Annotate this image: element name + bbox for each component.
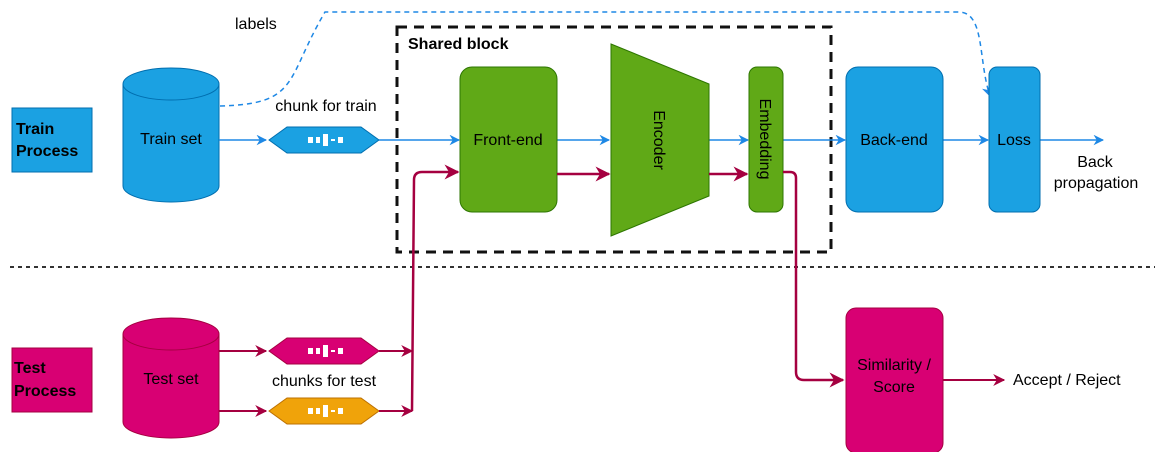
frontend-block xyxy=(459,66,558,213)
embedding-label: Embedding xyxy=(756,99,773,180)
embedding-block xyxy=(748,66,784,213)
train-process-label-line1: Train xyxy=(16,121,54,138)
backprop-label-line1: Back xyxy=(1077,154,1114,171)
accept-reject-label: Accept / Reject xyxy=(1013,372,1121,389)
similarity-label-line1: Similarity / xyxy=(857,357,931,374)
train-chunk-label: chunk for train xyxy=(275,98,376,115)
similarity-label-line2: Score xyxy=(873,379,915,396)
train-process-box xyxy=(11,107,93,173)
train-chunk-icon xyxy=(268,126,380,154)
train-process-label-line2: Process xyxy=(16,143,78,160)
loss-label: Loss xyxy=(997,132,1031,149)
shared-block-title: Shared block xyxy=(408,36,509,53)
encoder-block xyxy=(610,43,710,237)
test-chunk-icon-2 xyxy=(268,397,380,425)
edge-test-to-frontend xyxy=(410,164,460,412)
backprop-label-line2: propagation xyxy=(1054,175,1139,192)
test-process-label-line2: Process xyxy=(14,383,76,400)
backend-block xyxy=(845,66,944,213)
edge-embedding-similarity xyxy=(783,170,845,388)
train-set-label: Train set xyxy=(140,131,202,148)
train-set-cylinder xyxy=(122,67,220,203)
test-set-cylinder xyxy=(122,317,220,439)
test-chunks-label: chunks for test xyxy=(272,373,377,390)
test-process-box xyxy=(11,347,93,413)
backend-label: Back-end xyxy=(860,132,928,149)
test-set-label: Test set xyxy=(143,371,199,388)
labels-text: labels xyxy=(235,16,277,33)
encoder-label: Encoder xyxy=(650,110,667,170)
test-chunk-icon-1 xyxy=(268,337,380,365)
frontend-label: Front-end xyxy=(473,132,542,149)
loss-block xyxy=(988,66,1041,213)
test-process-label-line1: Test xyxy=(14,360,46,377)
labels-dashed-edge xyxy=(219,11,992,107)
